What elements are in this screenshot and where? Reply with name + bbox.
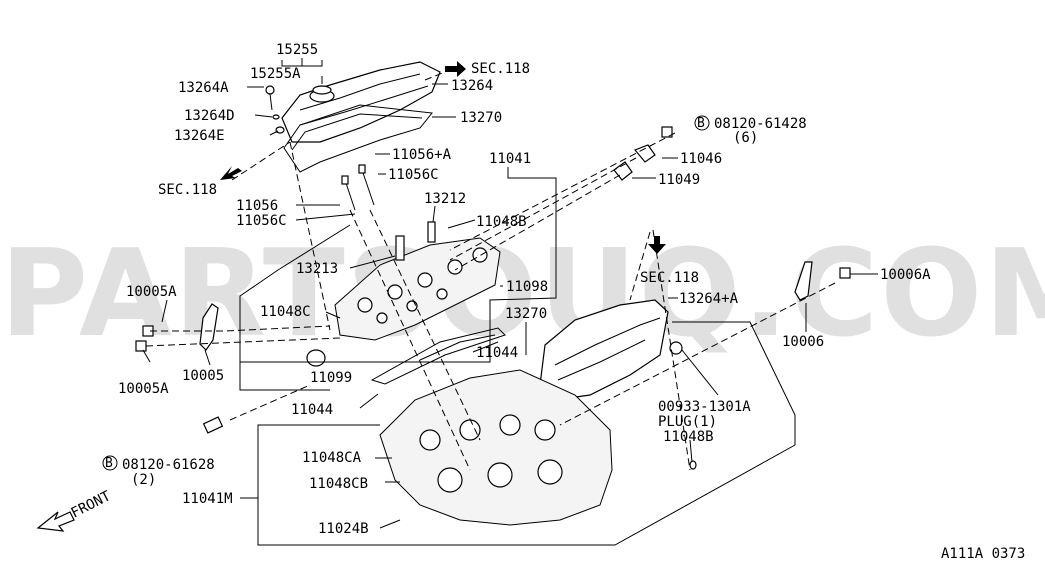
label-11024B: 11024B xyxy=(318,521,369,537)
label-10005: 10005 xyxy=(182,368,224,384)
left-rocker-cover xyxy=(281,61,441,143)
arrow-to-sec118-top xyxy=(445,61,466,77)
label-11048C: 11048C xyxy=(260,304,311,320)
label-13270-top: 13270 xyxy=(460,110,502,126)
badge-b-top-letter: B xyxy=(697,116,705,131)
label-08120-61428: 08120-61428 xyxy=(714,116,807,132)
bolt-13264A xyxy=(265,85,275,95)
front-arrow-icon xyxy=(36,511,75,532)
part-13213 xyxy=(395,235,405,261)
bracket-10005 xyxy=(199,303,219,351)
label-15255: 15255 xyxy=(276,42,318,58)
label-11049: 11049 xyxy=(658,172,700,188)
label-00933-1301A: 00933-1301A xyxy=(658,399,751,415)
head-bolt-11056a xyxy=(361,169,375,206)
label-13270-mid: 13270 xyxy=(505,306,547,322)
label-11056A: 11056+A xyxy=(392,147,452,163)
label-13264-plus-A: 13264+A xyxy=(679,291,739,307)
right-cylinder-head xyxy=(379,369,613,526)
label-13264D: 13264D xyxy=(184,108,235,124)
label-15255A: 15255A xyxy=(250,66,301,82)
diagram-code: A111A 0373 xyxy=(941,546,1025,562)
label-plug-1: PLUG(1) xyxy=(658,414,717,430)
arrow-to-sec118-mid xyxy=(648,236,666,254)
label-13264A: 13264A xyxy=(178,80,229,96)
label-11048CB: 11048CB xyxy=(309,476,368,492)
label-11098: 11098 xyxy=(506,279,548,295)
washer-13264D xyxy=(272,114,280,120)
label-13264E: 13264E xyxy=(174,128,225,144)
label-11056C-a: 11056C xyxy=(388,167,439,183)
bracket-10006 xyxy=(794,261,813,301)
label-10005A-a: 10005A xyxy=(126,284,177,300)
label-13212: 13212 xyxy=(424,191,466,207)
label-08120-61628: 08120-61628 xyxy=(122,457,215,473)
label-sec118-mid: SEC.118 xyxy=(640,270,699,286)
label-11048B-a: 11048B xyxy=(476,214,527,230)
left-cylinder-head xyxy=(334,237,501,341)
label-11041M: 11041M xyxy=(182,491,233,507)
head-bolt-11056 xyxy=(344,179,356,211)
label-11099: 11099 xyxy=(310,370,352,386)
label-11048CA: 11048CA xyxy=(302,450,362,466)
seal-13264E xyxy=(275,126,285,134)
label-sec118-top: SEC.118 xyxy=(471,61,530,77)
part-13212 xyxy=(427,221,436,243)
badge-b-bottom xyxy=(102,455,118,471)
plug-00933-1301A xyxy=(669,341,683,355)
badge-b-top xyxy=(694,115,710,131)
label-sec118-left: SEC.118 xyxy=(158,182,217,198)
label-10005A-b: 10005A xyxy=(118,381,169,397)
label-11046: 11046 xyxy=(680,151,722,167)
label-11056: 11056 xyxy=(236,198,278,214)
ring-11099 xyxy=(306,349,326,367)
label-13213: 13213 xyxy=(296,261,338,277)
arrow-to-sec118-left xyxy=(220,166,242,180)
watermark: PARTSOUQ.COM xyxy=(0,225,1045,364)
label-11056C-b: 11056C xyxy=(236,213,287,229)
label-10006: 10006 xyxy=(782,334,824,350)
label-11044-a: 11044 xyxy=(476,345,518,361)
label-qty-6: (6) xyxy=(733,130,758,146)
label-10006A: 10006A xyxy=(880,267,931,283)
label-11048B-b: 11048B xyxy=(663,429,714,445)
gasket-11044-a xyxy=(370,327,506,385)
label-front: FRONT xyxy=(69,488,114,522)
part-11046 xyxy=(634,144,656,163)
bolt-10006A xyxy=(839,267,851,279)
label-13264: 13264 xyxy=(451,78,493,94)
badge-b-bottom-letter: B xyxy=(105,456,113,471)
bolt-10005A-bottom xyxy=(135,340,147,352)
bolt-08120-61628 xyxy=(202,416,224,434)
label-11044-b: 11044 xyxy=(291,402,333,418)
label-qty-2: (2) xyxy=(131,472,156,488)
bolt-08120-61428 xyxy=(661,126,673,138)
label-11041: 11041 xyxy=(489,151,531,167)
left-rocker-gasket xyxy=(283,104,433,173)
